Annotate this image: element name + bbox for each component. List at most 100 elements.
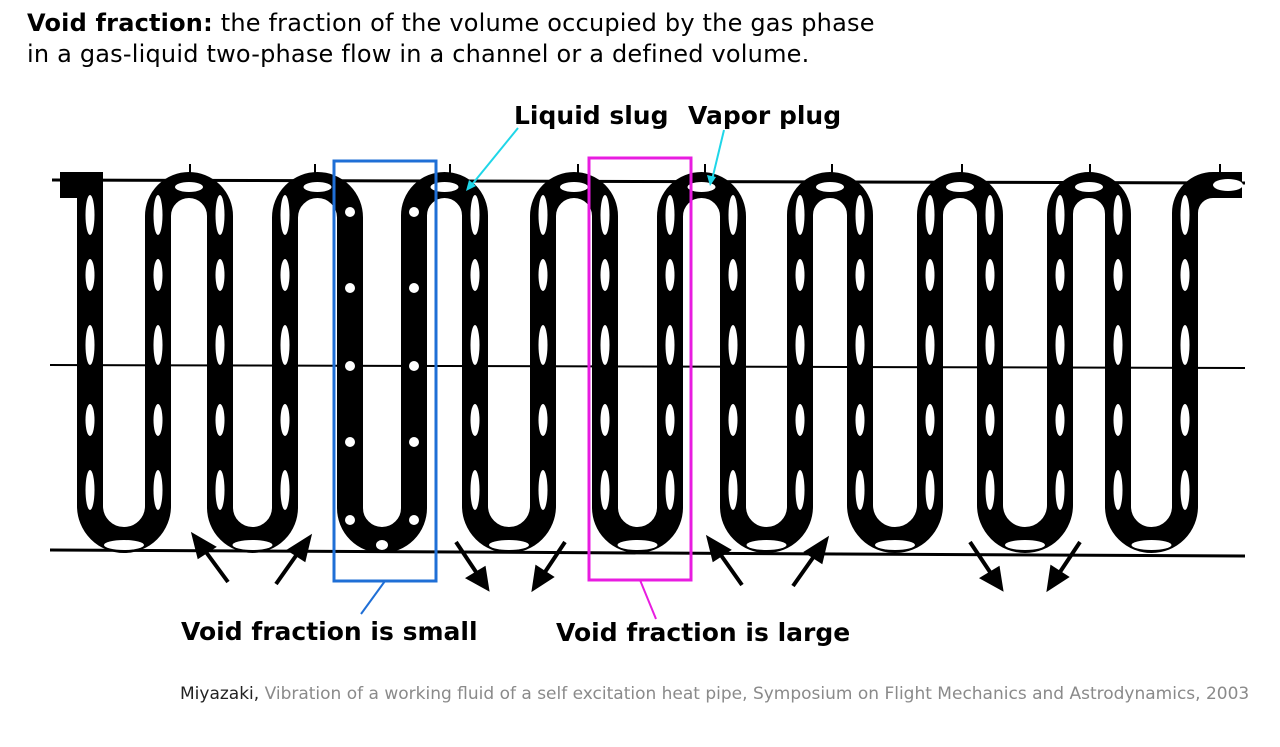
vapor-plug [1180,259,1190,291]
vapor-plug [215,470,225,510]
void-fraction-small-label: Void fraction is small [181,617,478,646]
bend-plug [687,182,716,192]
vapor-plug [925,470,935,510]
vapor-plug [665,325,675,365]
vapor-plug [600,195,610,235]
middle-line [49,364,1246,369]
vapor-plug [925,325,935,365]
vapor-bubble [345,361,355,371]
vapor-plug [855,470,865,510]
citation: Miyazaki, Vibration of a working fluid o… [180,684,1249,704]
bend-plug [1075,182,1103,192]
vapor-plug [795,325,805,365]
arrow-down-3 [968,540,994,577]
vapor-plug [1113,325,1123,365]
vapor-plug [1055,325,1065,365]
vapor-plug [795,404,805,436]
vapor-plug [153,195,163,235]
vapor-plug [600,325,610,365]
vapor-plug [855,404,865,436]
top-line [51,178,1246,185]
vapor-plug-arrowhead [707,175,716,186]
liquid-slug-arrowhead [466,180,476,191]
vapor-plug [925,404,935,436]
definition-text-line2: in a gas-liquid two-phase flow in a chan… [27,40,810,68]
vapor-plug [1113,259,1123,291]
vapor-plug-pointer [711,129,725,181]
bend-plug [303,182,332,192]
vapor-plug [280,195,290,235]
void-fraction-definition: Void fraction: the fraction of the volum… [27,8,927,70]
bend-plug [875,540,915,550]
vapor-plug [1113,470,1123,510]
vapor-plug [728,259,738,291]
vapor-plug [538,325,548,365]
tube-wall [60,172,1242,553]
vapor-plugs [85,179,1243,550]
vapor-plug [665,404,675,436]
vapor-bubble [345,515,355,525]
exit-plug [1213,179,1243,191]
liquid-slug-pointer [469,127,519,188]
vapor-plug [665,259,675,291]
vapor-plug [1180,195,1190,235]
vapor-bubble [345,437,355,447]
vapor-plug [85,325,95,365]
bend-plug [489,540,529,550]
citation-reference: Vibration of a working fluid of a self e… [259,684,1250,704]
vapor-bubble [409,515,419,525]
vapor-plug [1180,404,1190,436]
vapor-plug [85,195,95,235]
bend-plug [175,182,203,192]
vapor-plug [665,470,675,510]
vapor-plug [1055,470,1065,510]
large-box-leader [639,579,657,620]
vapor-plug [538,404,548,436]
vapor-plug [153,259,163,291]
vapor-plug [728,470,738,510]
vapor-plug [795,470,805,510]
vapor-plug [728,404,738,436]
vapor-bubble [409,361,419,371]
arrow-up-1 [201,546,230,584]
vapor-plug [470,325,480,365]
vapor-plug [153,470,163,510]
vapor-plug-label: Vapor plug [688,101,842,130]
vapor-plug [600,259,610,291]
vapor-bubble [409,207,419,217]
bend-plug [946,182,974,192]
vapor-plug [600,404,610,436]
vapor-plug [855,259,865,291]
vapor-plug [925,195,935,235]
vapor-plug [85,259,95,291]
arrow-down-1 [454,540,480,577]
vapor-plug [855,325,865,365]
definition-term: Void fraction: [27,9,213,37]
vapor-bubble [345,207,355,217]
vapor-plug [280,259,290,291]
vapor-plug [1113,404,1123,436]
vapor-bubble [345,283,355,293]
vapor-plug [1055,259,1065,291]
bend-plug [376,540,388,550]
arrow-down-2 [541,540,567,577]
vapor-plug [1113,195,1123,235]
arrow-down-4 [1056,540,1082,577]
vapor-plug [985,259,995,291]
vapor-plug [280,325,290,365]
vapor-plug [985,195,995,235]
vapor-bubble [409,283,419,293]
vapor-plug [985,325,995,365]
citation-author: Miyazaki, [180,684,260,704]
bend-plug [617,540,658,550]
vapor-plug [470,195,480,235]
vapor-bubble [409,437,419,447]
bend-plug [560,182,588,192]
vapor-plug [280,404,290,436]
bend-plug [232,540,273,550]
vapor-plug [665,195,675,235]
vapor-plug [795,259,805,291]
bend-plug [816,182,844,192]
arrow-up-3 [716,549,744,587]
